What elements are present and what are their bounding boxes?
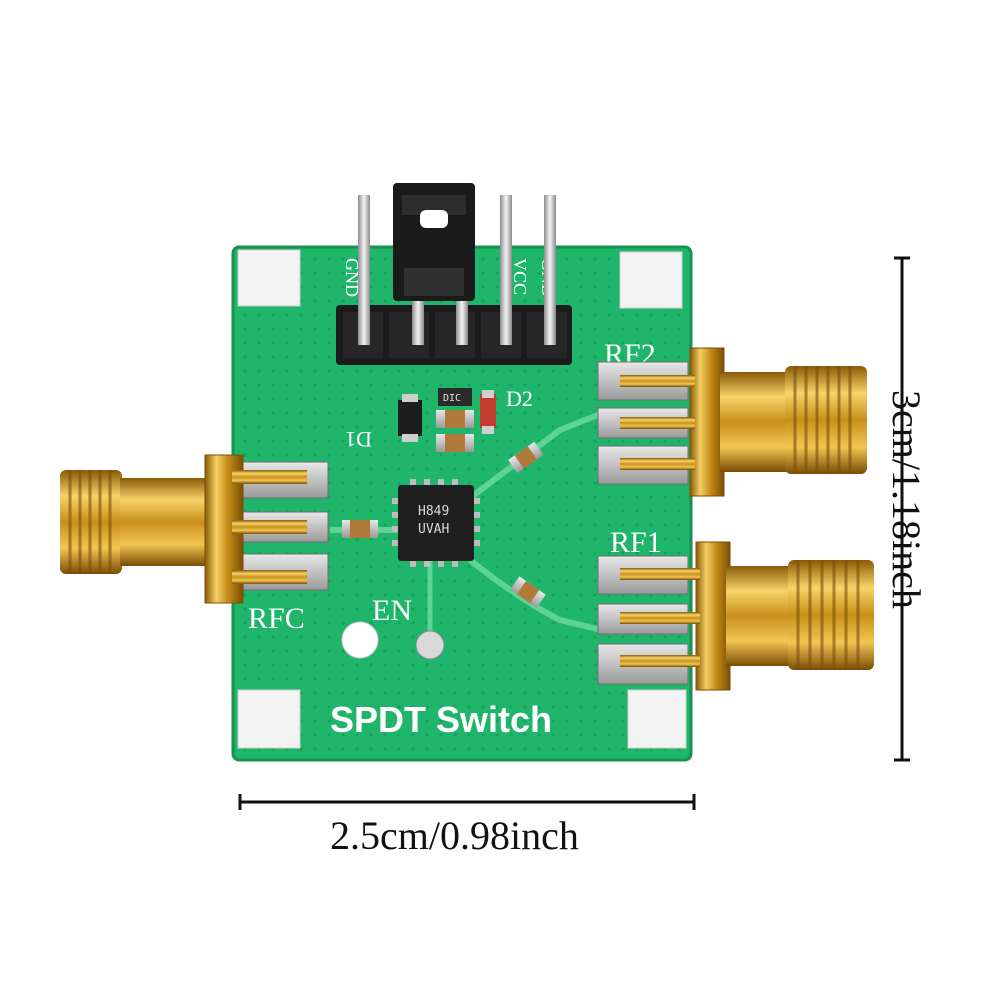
rf2-sma-connector — [620, 347, 867, 497]
rf1-sma-connector — [620, 541, 874, 691]
silk-label-vcc: VCC — [510, 258, 530, 295]
width-dimension-line — [238, 794, 696, 810]
silk-label-en: EN — [372, 594, 412, 627]
chip-marking-line2: UVAH — [418, 522, 449, 537]
diode-d1 — [398, 400, 422, 436]
silk-label-d1: D1 — [345, 427, 372, 452]
header-pin-1 — [358, 195, 370, 345]
silk-label-gnd-left: GND — [342, 258, 362, 297]
pin-header — [336, 183, 572, 365]
mounting-hole-bottom-left — [237, 689, 301, 749]
header-pin-4 — [500, 195, 512, 345]
silk-label-rfc: RFC — [248, 602, 305, 635]
board-title: SPDT Switch — [330, 699, 552, 740]
chip-marking-line1: H849 — [418, 504, 449, 519]
diode-marking: DIC — [443, 393, 461, 404]
mounting-hole-top-right — [619, 251, 683, 309]
height-dimension-line — [894, 256, 910, 762]
en-hole — [341, 621, 379, 659]
smd-components: DIC — [342, 388, 546, 608]
width-dimension-label: 2.5cm/0.98inch — [330, 813, 579, 858]
header-pin-5 — [544, 195, 556, 345]
silkscreen: RF2 RF1 RFC EN D2 D1 GND VCC GND SPDT Sw… — [248, 258, 662, 740]
en-pad — [415, 630, 445, 660]
mounting-hole-top-left — [237, 249, 301, 307]
diode-d2 — [438, 388, 472, 406]
mounting-hole-bottom-right — [627, 689, 687, 749]
rfc-sma-connector — [60, 454, 307, 604]
silk-label-rf1: RF1 — [610, 526, 662, 559]
height-dimension-label: 3cm/1.18inch — [884, 390, 929, 609]
jumper-cap — [393, 183, 475, 301]
silk-label-d2: D2 — [506, 386, 533, 411]
rf-switch-chip: H849 UVAH — [392, 479, 480, 567]
